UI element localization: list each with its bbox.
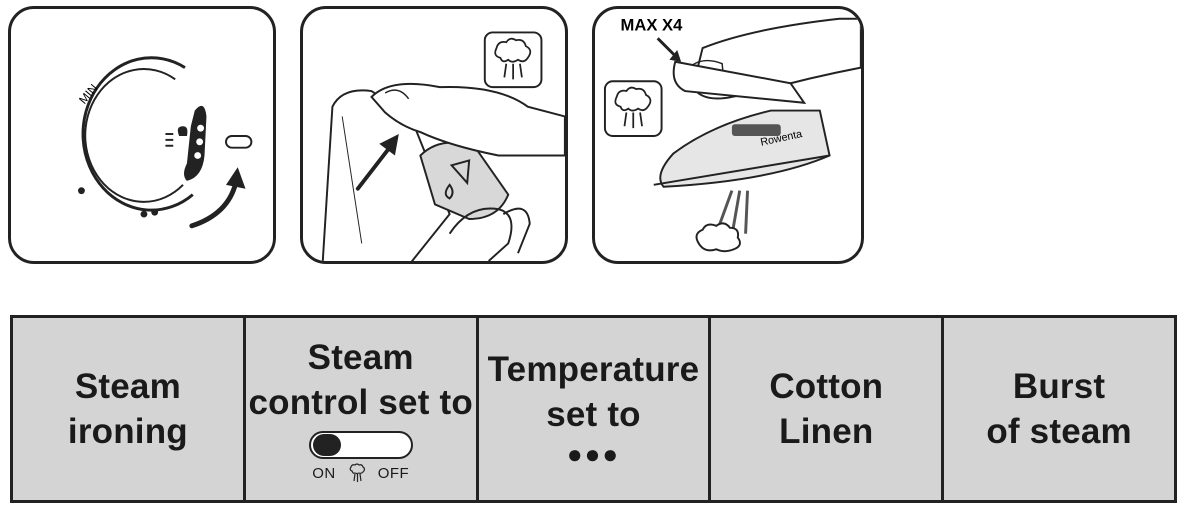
temperature-label: Temperature set to <box>487 350 700 434</box>
burst-label: Burst of steam <box>986 367 1132 451</box>
fabric-label: Cotton Linen <box>769 367 884 451</box>
steam-cloud-icon <box>695 222 741 253</box>
steam-switch-graphic: ON OFF <box>308 431 413 483</box>
steam-settings-table: Steam ironing Steam control set to ON OF… <box>10 315 1177 503</box>
burst-illustration-panel: MAX X4 Rowenta <box>592 6 864 264</box>
temperature-dial-graphic: MIN <box>77 56 253 229</box>
rotate-arrow-icon <box>189 180 239 229</box>
iron-burst-graphic: MAX X4 Rowenta <box>603 15 861 253</box>
switch-off-label: OFF <box>377 464 410 482</box>
steam-ironing-label: Steam ironing <box>67 367 188 451</box>
steam-control-label: Steam control set to <box>248 338 473 422</box>
dial-illustration-panel: MIN <box>8 6 276 264</box>
press-button-illustration-panel <box>300 6 568 264</box>
max-x4-label: MAX X4 <box>621 15 684 34</box>
hand-press-graphic <box>321 31 565 261</box>
press-arrow-icon <box>355 143 393 191</box>
steam-icon <box>483 31 543 89</box>
table-cell-burst: Burst of steam <box>944 318 1174 500</box>
temperature-dots: ●●● <box>566 439 621 469</box>
table-cell-fabric: Cotton Linen <box>711 318 945 500</box>
switch-on-label: ON <box>312 464 336 482</box>
steam-toggle <box>308 431 413 459</box>
steam-icon <box>349 463 365 482</box>
steam-dial-icon <box>165 126 188 147</box>
steam-icon <box>603 80 663 137</box>
table-cell-steam-control: Steam control set to ON OFF <box>246 318 479 500</box>
table-cell-mode: Steam ironing <box>13 318 246 500</box>
table-cell-temperature: Temperature set to ●●● <box>479 318 712 500</box>
